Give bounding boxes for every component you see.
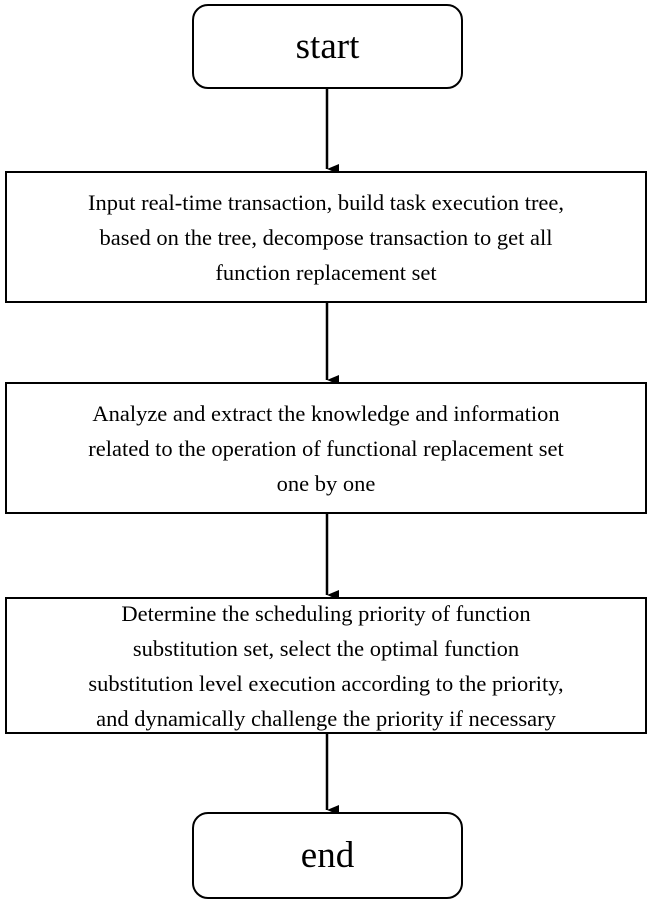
start-terminal: start	[192, 4, 463, 89]
end-terminal: end	[192, 812, 463, 899]
process-step-3: Determine the scheduling priority of fun…	[5, 597, 647, 734]
step-1-line-3: function replacement set	[215, 259, 437, 285]
process-step-2: Analyze and extract the knowledge and in…	[5, 382, 647, 514]
step-2-line-3: one by one	[276, 470, 376, 496]
end-label: end	[300, 835, 355, 876]
step-3-line-4: and dynamically challenge the priority i…	[96, 705, 556, 731]
step-2-line-2: related to the operation of functional r…	[88, 435, 564, 461]
step-3-line-2: substitution set, select the optimal fun…	[132, 635, 520, 661]
step-1-line-1: Input real-time transaction, build task …	[87, 189, 565, 215]
step-3-line-3: substitution level execution according t…	[88, 670, 564, 696]
start-label: start	[295, 26, 360, 67]
step-1-line-2: based on the tree, decompose transaction…	[99, 224, 553, 250]
process-step-1: Input real-time transaction, build task …	[5, 171, 647, 303]
step-2-line-1: Analyze and extract the knowledge and in…	[92, 400, 560, 426]
step-3-line-1: Determine the scheduling priority of fun…	[121, 600, 531, 626]
